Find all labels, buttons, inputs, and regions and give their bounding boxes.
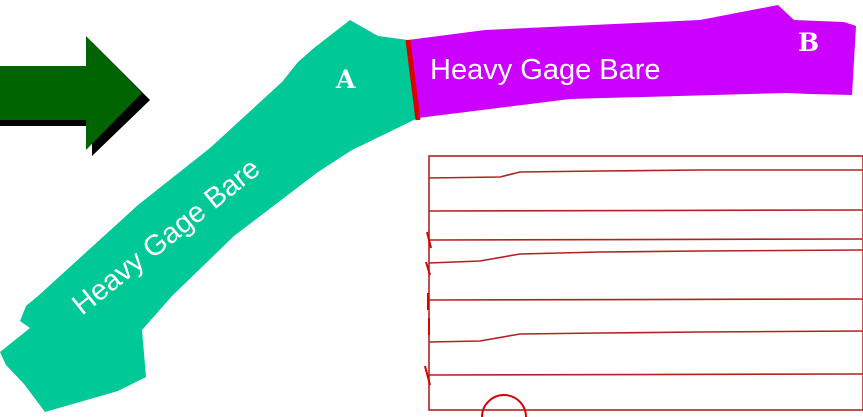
sketch-line-1 (428, 169, 863, 179)
segment-b-letter: B (798, 28, 819, 57)
sketch-line-2 (428, 209, 863, 212)
direction-arrow (0, 36, 150, 156)
sketch-line-4 (428, 249, 863, 264)
segment-a-shape (0, 20, 418, 412)
sketch-line-7 (428, 373, 863, 376)
sketch-line-6 (428, 330, 863, 343)
sketch-circle-marker (481, 394, 527, 417)
detail-sketch (424, 155, 863, 417)
sketch-line-3 (428, 238, 863, 241)
segment-b-label: Heavy Gage Bare (430, 54, 661, 86)
sketch-line-5 (428, 298, 863, 301)
segment-a-letter: A (335, 65, 356, 94)
segment-b-shape (408, 5, 856, 118)
sketch-side-marks (424, 231, 432, 386)
detail-sketch-frame (428, 155, 863, 411)
segment-joint-line (405, 39, 421, 121)
direction-arrow-body (0, 36, 142, 150)
